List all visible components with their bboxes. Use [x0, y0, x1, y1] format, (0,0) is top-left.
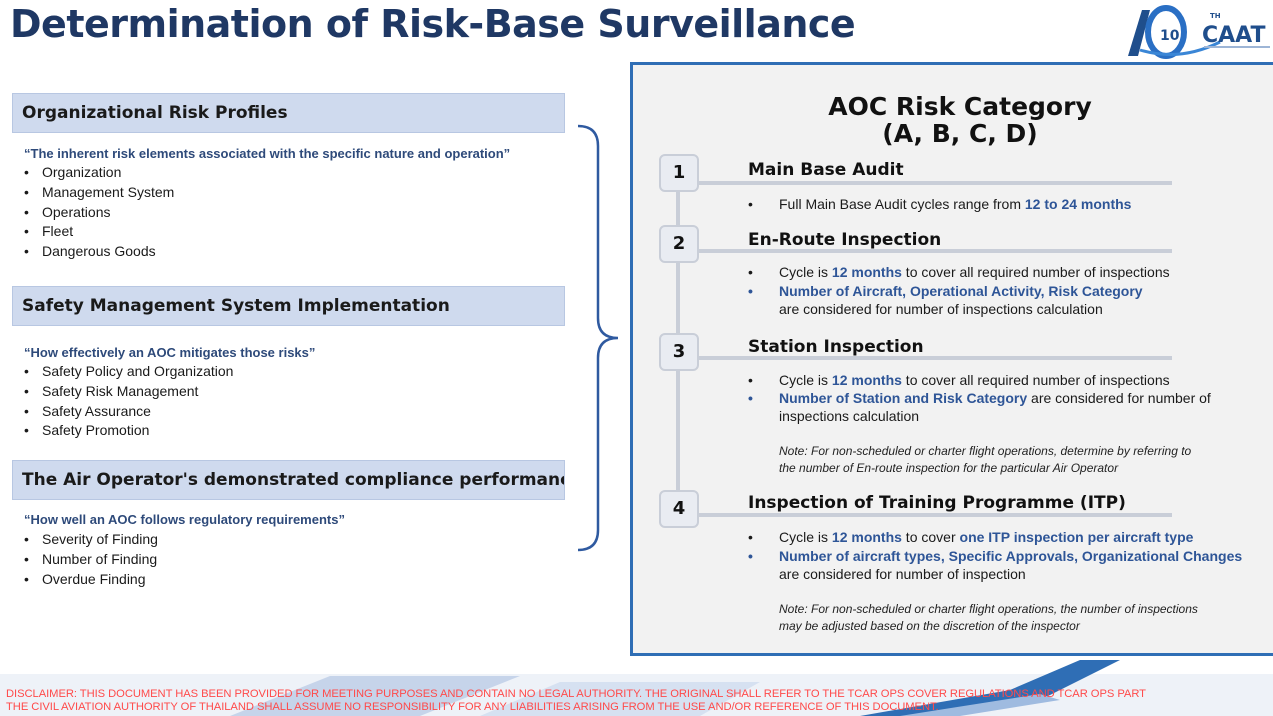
divider [697, 513, 1172, 517]
step-number: 2 [659, 225, 699, 263]
logo-number: 10 [1160, 28, 1180, 44]
list-item: Overdue Finding [24, 570, 158, 590]
list-item: Management System [24, 183, 174, 203]
section-heading-sms: Safety Management System Implementation [12, 286, 565, 326]
step-bullet: •Cycle is 12 months to cover all require… [748, 372, 1170, 388]
connector-line [676, 369, 680, 491]
section-heading-risk-profiles: Organizational Risk Profiles [12, 93, 565, 133]
step-number: 1 [659, 154, 699, 192]
panel-title: AOC Risk Category (A, B, C, D) [828, 92, 1092, 148]
divider [697, 249, 1172, 253]
connector-line [676, 190, 680, 225]
step-note: Note: For non-scheduled or charter fligh… [779, 444, 1192, 475]
step-bullet: •Full Main Base Audit cycles range from … [748, 196, 1132, 212]
list-item: Operations [24, 203, 174, 223]
step-title: Inspection of Training Programme (ITP) [748, 493, 1126, 513]
step-number: 4 [659, 490, 699, 528]
list-item: Number of Finding [24, 550, 158, 570]
step-bullet: •Cycle is 12 months to cover one ITP ins… [748, 529, 1194, 545]
list-item: Safety Risk Management [24, 382, 233, 402]
list-item: Safety Promotion [24, 421, 233, 441]
list-item: Organization [24, 163, 174, 183]
footer-decoration [0, 660, 1273, 716]
step-title: Station Inspection [748, 337, 924, 357]
list-item: Safety Assurance [24, 402, 233, 422]
list-item: Dangerous Goods [24, 242, 174, 262]
divider [697, 181, 1172, 185]
section-list-sms: Safety Policy and Organization Safety Ri… [24, 362, 233, 441]
list-item: Safety Policy and Organization [24, 362, 233, 382]
step-title: En-Route Inspection [748, 230, 942, 250]
caat-logo: 10 TH CAAT [1128, 5, 1270, 59]
disclaimer: DISCLAIMER: THIS DOCUMENT HAS BEEN PROVI… [6, 688, 1146, 713]
list-item: Fleet [24, 222, 174, 242]
logo-text: CAAT [1202, 23, 1266, 48]
step-bullet: •Number of Aircraft, Operational Activit… [748, 283, 1143, 317]
section-heading-compliance: The Air Operator's demonstrated complian… [12, 460, 565, 500]
section-list-compliance: Severity of Finding Number of Finding Ov… [24, 530, 158, 589]
step-bullet: •Cycle is 12 months to cover all require… [748, 264, 1170, 280]
svg-text:TH: TH [1210, 12, 1221, 20]
list-item: Severity of Finding [24, 530, 158, 550]
step-bullet: •Number of aircraft types, Specific Appr… [748, 548, 1243, 582]
page-title: Determination of Risk-Base Surveillance [10, 2, 856, 46]
section-list-risk-profiles: Organization Management System Operation… [24, 163, 174, 262]
divider [697, 356, 1172, 360]
step-bullet: •Number of Station and Risk Category are… [748, 390, 1211, 424]
section-quote: “How effectively an AOC mitigates those … [24, 345, 316, 360]
connector-line [676, 261, 680, 333]
step-title: Main Base Audit [748, 160, 904, 180]
section-quote: “The inherent risk elements associated w… [24, 146, 511, 161]
right-brace-icon [577, 124, 619, 552]
step-number: 3 [659, 333, 699, 371]
section-quote: “How well an AOC follows regulatory requ… [24, 512, 345, 527]
step-note: Note: For non-scheduled or charter fligh… [779, 602, 1198, 633]
